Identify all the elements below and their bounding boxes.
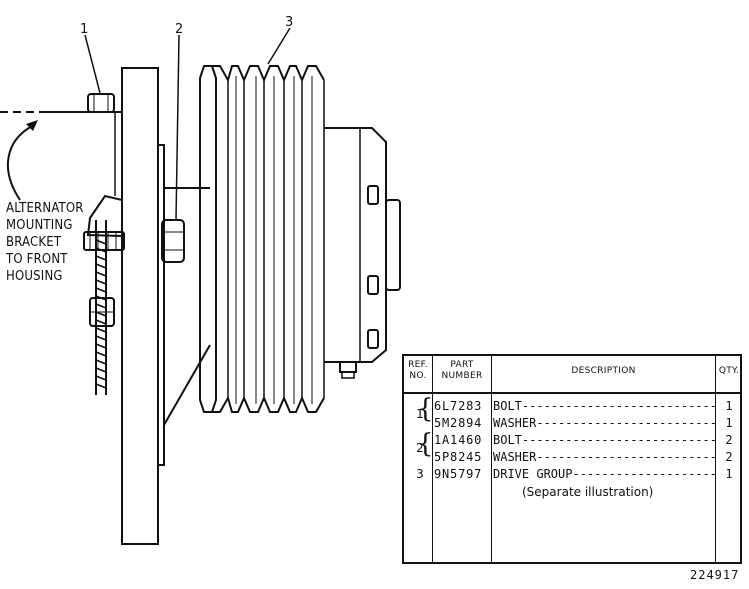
header-qty: QTY. [718, 366, 740, 376]
bracket-label-line: BRACKET [6, 235, 62, 250]
callout-3: 3 [285, 15, 293, 30]
leader-2 [175, 34, 180, 221]
header-ref: REF.NO. [408, 360, 428, 381]
bracket-label-line: ALTERNATOR [6, 201, 84, 216]
pulley [199, 65, 325, 413]
table-row: 5M2894 WASHER---------------------------… [434, 416, 733, 430]
leader-1 [84, 34, 101, 94]
ref-2-brace: { [417, 429, 434, 459]
bracket-label-line: HOUSING [6, 269, 63, 284]
table-row: 5P8245 WASHER---------------------------… [434, 450, 733, 464]
figure-number: 224917 [690, 568, 740, 582]
table-note: (Separate illustration) [522, 485, 654, 499]
rod-nut-upper [83, 231, 125, 251]
front-housing-plate [121, 67, 159, 545]
bracket-label-line: TO FRONT [6, 252, 68, 267]
table-note-row: (Separate illustration) [404, 484, 740, 501]
leader-3 [267, 27, 291, 65]
callout-2: 2 [175, 22, 183, 37]
table-row: 2 1A1460 BOLT---------------------------… [416, 433, 733, 455]
callout-1: 1 [80, 22, 88, 37]
ref-1-brace: { [417, 394, 434, 424]
bracket-label: ALTERNATOR MOUNTING BRACKET TO FRONT HOU… [6, 200, 86, 285]
table-row: 1 6L7283 BOLT---------------------------… [416, 399, 733, 421]
bolt-1-head [87, 93, 115, 113]
curved-arrow [6, 124, 35, 201]
bracket-label-line: MOUNTING [6, 218, 73, 233]
table-row: 3 9N5797 DRIVE GROUP--------------------… [416, 467, 733, 481]
arrow-head [26, 120, 38, 131]
bolt-2-head [161, 219, 185, 263]
clutch-hub [324, 127, 401, 379]
header-description: DESCRIPTION [571, 366, 636, 376]
rod-threads [95, 239, 107, 389]
